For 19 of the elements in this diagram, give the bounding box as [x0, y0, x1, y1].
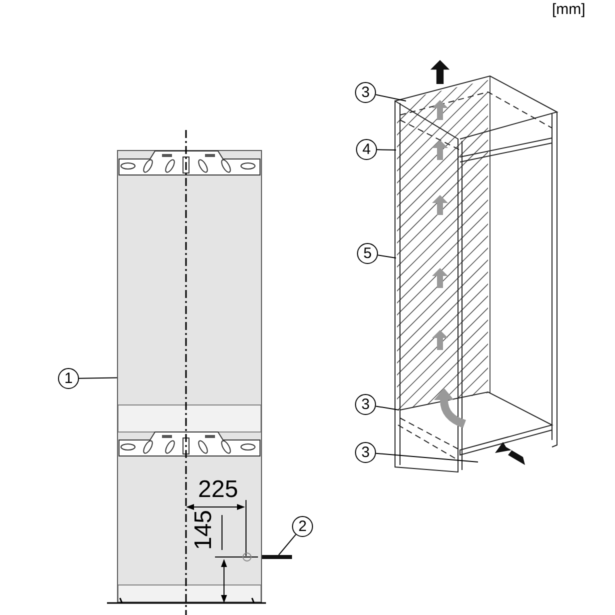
- leader-line: [377, 254, 396, 258]
- dimension-label: 145: [192, 510, 216, 550]
- leader-line: [78, 377, 118, 379]
- leader-line: [375, 406, 400, 410]
- leader-line: [375, 452, 478, 462]
- callout-number: 4: [356, 139, 377, 160]
- leader-line: [376, 149, 396, 150]
- dimension-label: 225: [198, 478, 238, 502]
- callout-number: 3: [355, 442, 376, 463]
- unit-label: [mm]: [552, 2, 586, 17]
- refrigerator-drawing: [117, 150, 262, 603]
- callout-number: 3: [355, 82, 376, 103]
- callout-number: 5: [357, 243, 378, 264]
- bracket-part: [262, 555, 292, 559]
- callout-number: 2: [292, 516, 313, 537]
- leader-line: [375, 94, 406, 102]
- callout-number: 3: [355, 394, 376, 415]
- leader-line: [278, 534, 296, 556]
- callout-number: 1: [58, 368, 79, 389]
